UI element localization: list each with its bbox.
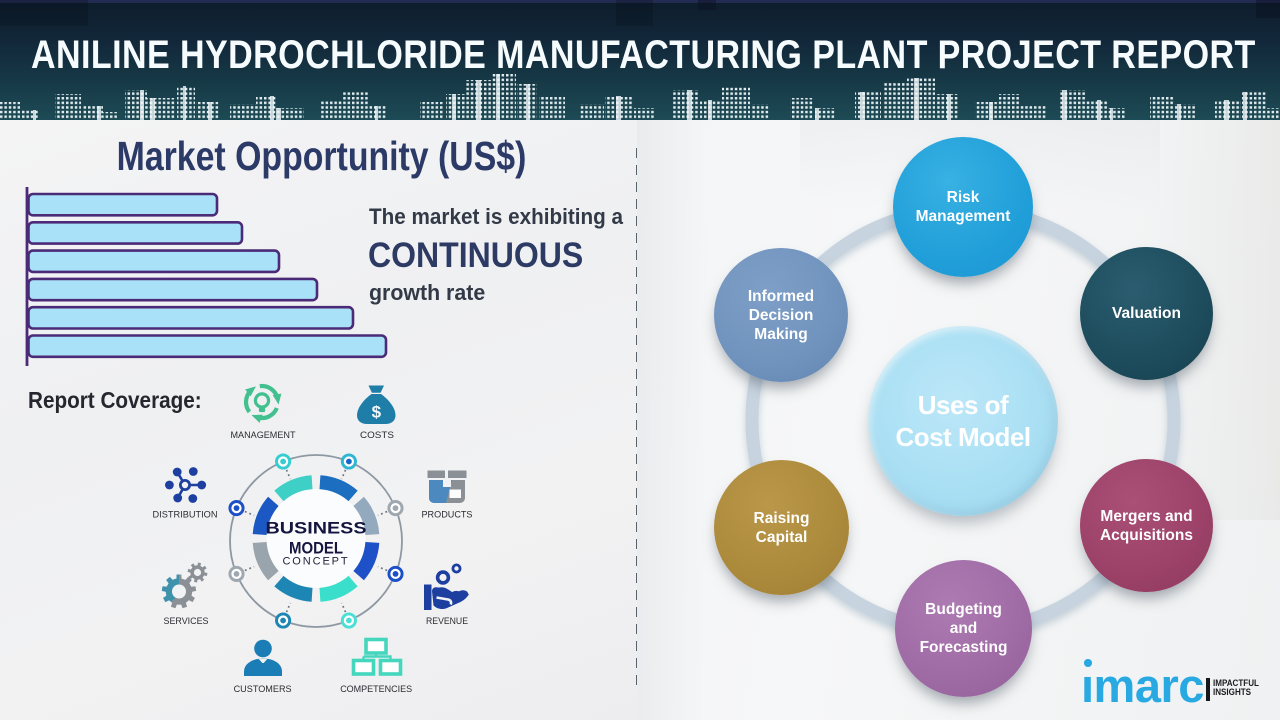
- svg-text:COSTS: COSTS: [360, 430, 394, 440]
- svg-text:DISTRIBUTION: DISTRIBUTION: [153, 510, 218, 520]
- svg-text:MODEL: MODEL: [289, 540, 343, 558]
- svg-text:REVENUE: REVENUE: [426, 616, 468, 626]
- svg-text:COMPETENCIES: COMPETENCIES: [340, 684, 412, 694]
- svg-text:MANAGEMENT: MANAGEMENT: [231, 430, 296, 440]
- svg-text:$: $: [372, 403, 382, 422]
- svg-text:CONCEPT: CONCEPT: [282, 556, 349, 568]
- svg-text:BUSINESS: BUSINESS: [266, 520, 367, 538]
- svg-text:CUSTOMERS: CUSTOMERS: [234, 684, 292, 694]
- svg-text:SERVICES: SERVICES: [164, 616, 209, 626]
- svg-text:PRODUCTS: PRODUCTS: [422, 510, 473, 520]
